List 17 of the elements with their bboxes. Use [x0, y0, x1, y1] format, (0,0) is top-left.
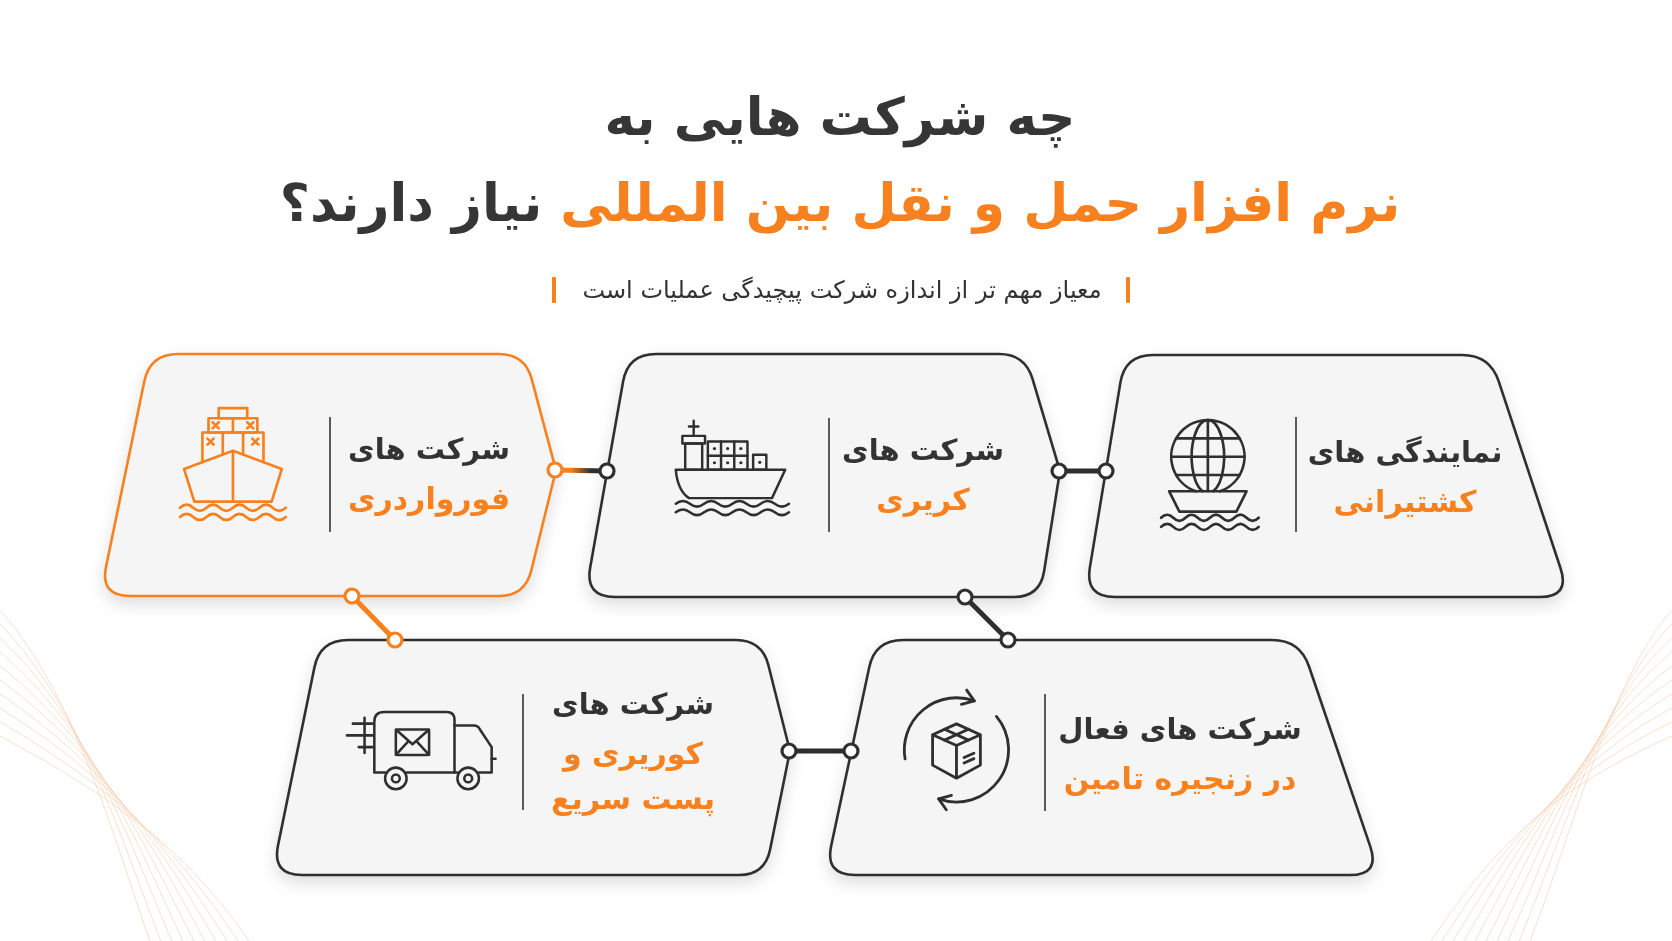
card-subheading: در زنجیره تامین — [1063, 760, 1297, 799]
card-heading: شرکت های فعال — [1058, 711, 1302, 749]
subtitle: معیاز مهم تر از اندازه شرکت پیچیدگی عملیات است — [582, 276, 1102, 304]
connector-line — [343, 587, 404, 649]
card-subheading: فورواردری — [347, 480, 511, 519]
connector-line — [956, 588, 1017, 649]
card-heading: شرکت های — [552, 686, 714, 723]
card-heading: شرکت های — [348, 431, 510, 469]
connector-line — [1050, 462, 1115, 480]
card-subheading: کشتیرانی — [1333, 483, 1477, 522]
title: چه شرکت هایی به نرم افزار حمل و نقل بین المللی نیاز دارند؟ — [279, 86, 1401, 236]
connector-line — [546, 461, 616, 480]
card-subheading: کوریری و پست سریع — [550, 735, 716, 819]
card-subheading: کریری — [876, 481, 970, 520]
card-heading: شرکت های — [842, 432, 1004, 470]
connector-line — [780, 742, 860, 760]
card-heading: نمایندگی های — [1307, 434, 1503, 472]
